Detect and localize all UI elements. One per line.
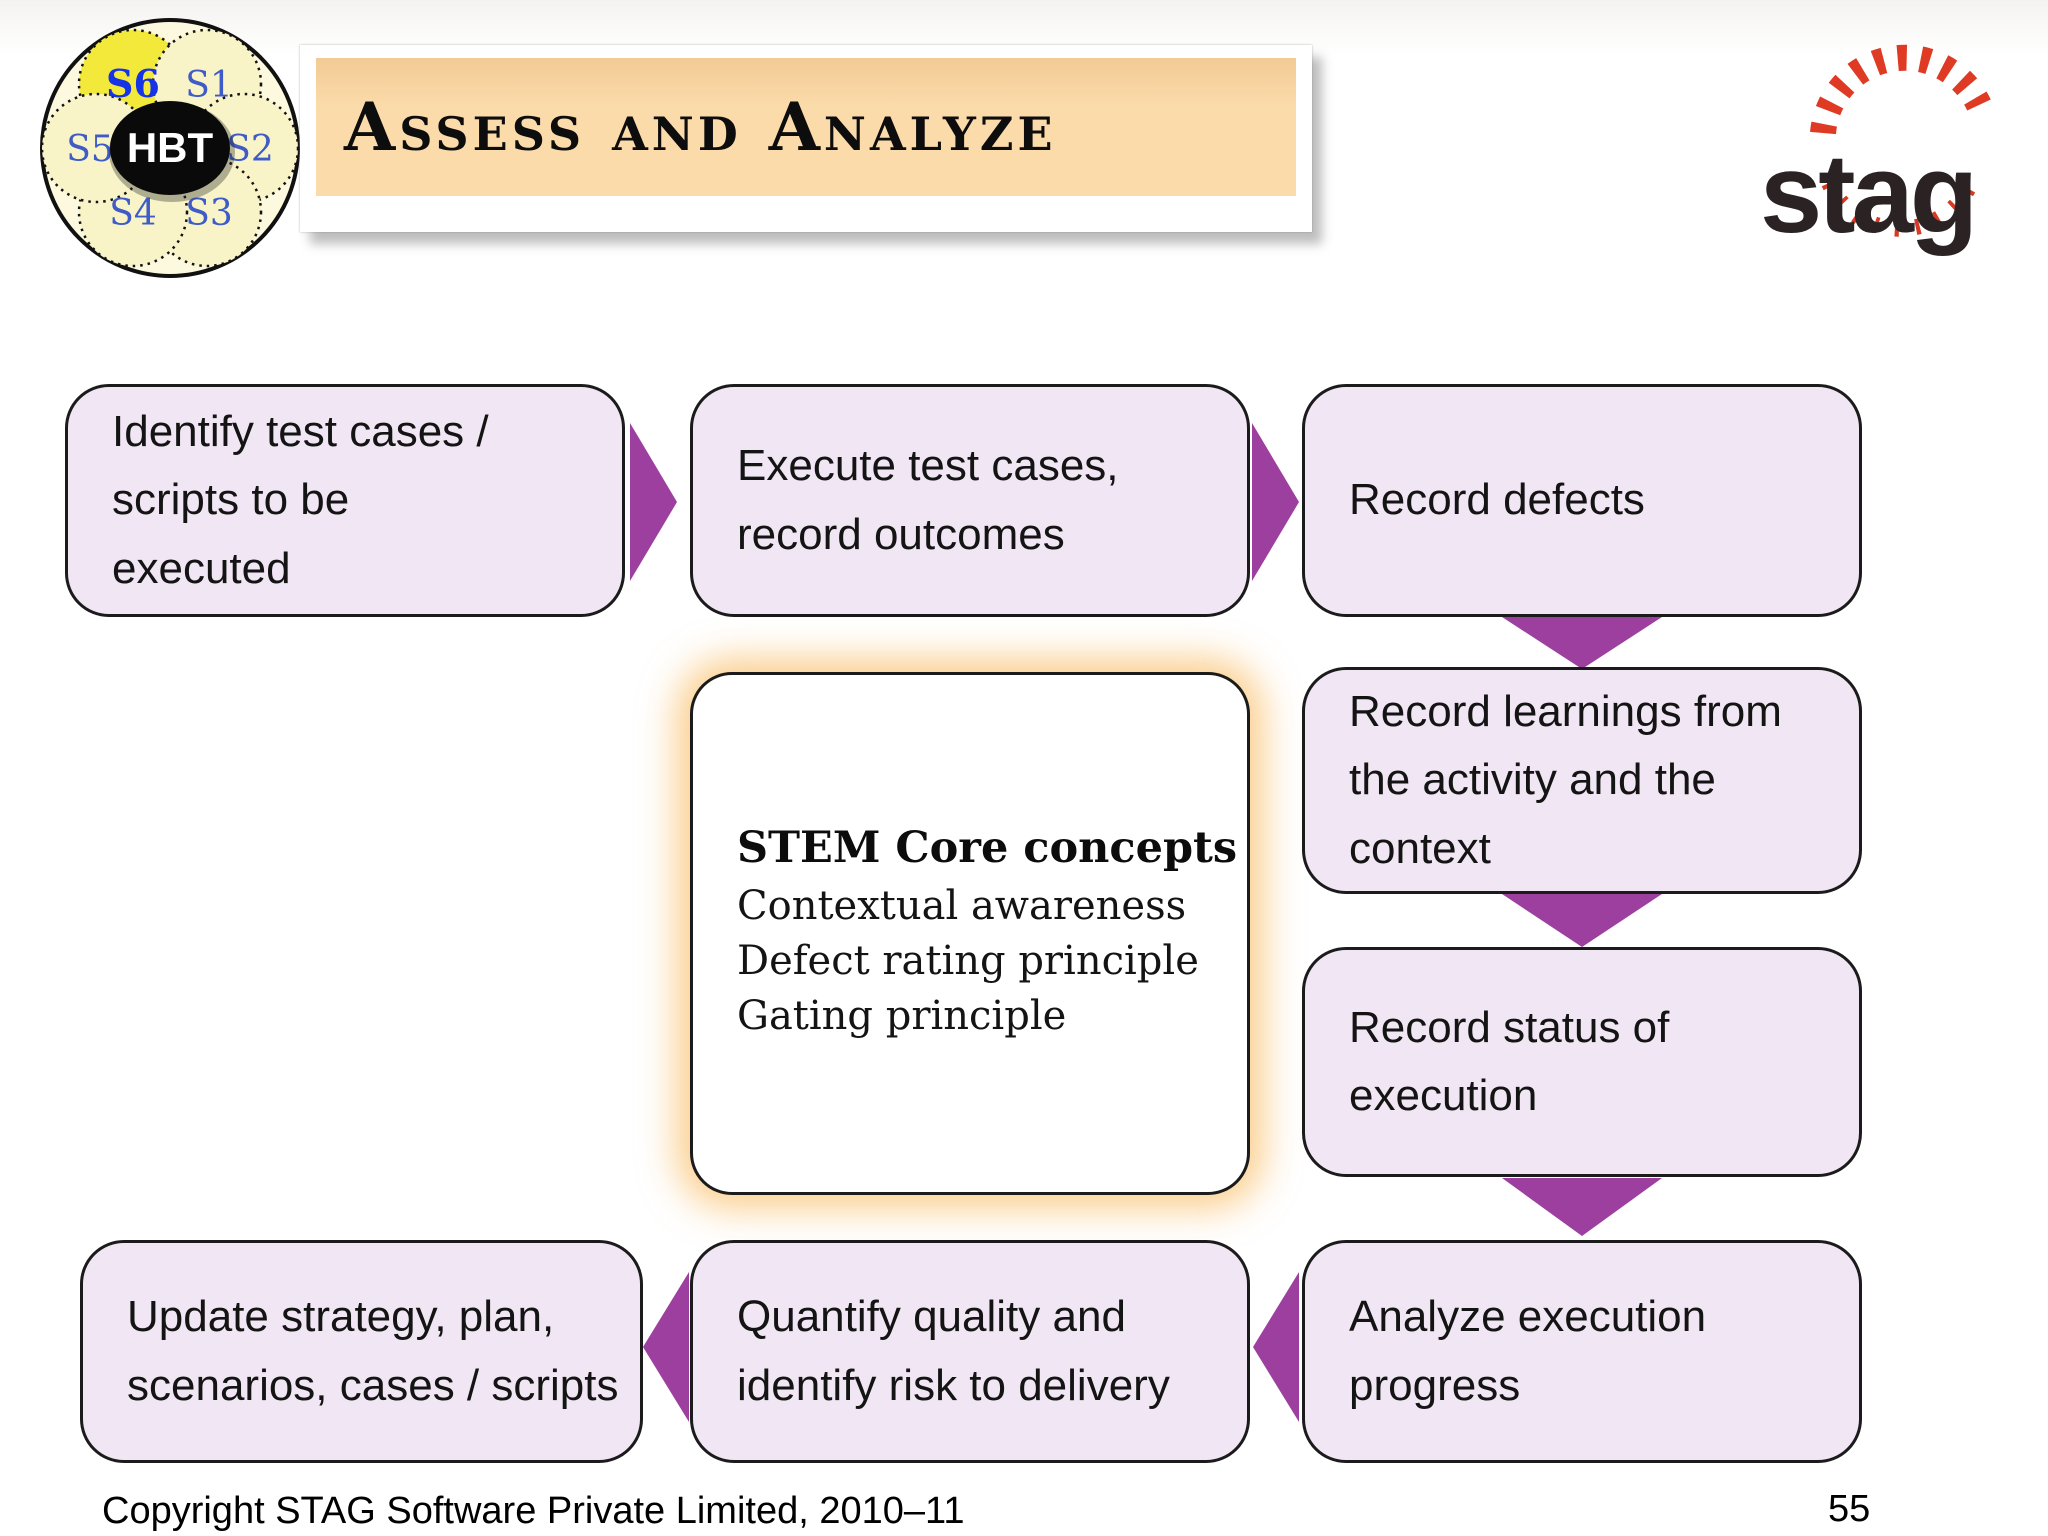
stem-item: Contextual awareness (737, 882, 1187, 929)
arrow-down-status-to-analyze (1502, 1178, 1662, 1236)
hbt-phase-logo: S6 S1 S2 S3 S4 S5 HBT (40, 18, 300, 278)
petal-label-s4: S4 (109, 193, 157, 234)
arrow-left-analyze-to-quantify (1253, 1272, 1299, 1422)
flow-box-record-status: Record status of execution (1302, 947, 1862, 1177)
stag-logo-top-dashes (1810, 44, 1991, 135)
stag-logo-bottom-dashes (1821, 179, 1979, 237)
flow-box-identify-test-cases: Identify test cases / scripts to be exec… (65, 384, 625, 617)
arrow-down-learnings-to-status (1502, 894, 1662, 947)
flow-box-text: Identify test cases / scripts to be exec… (112, 407, 489, 593)
flow-box-execute-test-cases: Execute test cases, record outcomes (690, 384, 1250, 617)
petal-label-s3: S3 (185, 193, 233, 234)
petal-label-s1: S1 (185, 65, 233, 106)
arrow-right-identify-to-execute (630, 423, 677, 581)
flow-box-text: Analyze execution progress (1349, 1292, 1707, 1410)
stag-logo: stag (1760, 44, 1991, 256)
flow-box-text: Quantify quality and identify risk to de… (737, 1292, 1170, 1410)
flow-box-record-defects: Record defects (1302, 384, 1862, 617)
hbt-center-ellipse (110, 101, 230, 195)
arrow-right-execute-to-record-defects (1252, 423, 1299, 581)
flow-box-text: Record learnings from the activity and t… (1349, 687, 1782, 873)
petal-label-s6: S6 (106, 61, 160, 106)
page-title: Assess and Analyze (344, 88, 1057, 166)
flow-box-update-strategy: Update strategy, plan, scenarios, cases … (80, 1240, 643, 1463)
stem-item: Gating principle (737, 993, 1067, 1040)
flow-box-analyze-progress: Analyze execution progress (1302, 1240, 1862, 1463)
flow-box-text: Update strategy, plan, scenarios, cases … (127, 1292, 619, 1410)
hbt-center-label: HBT (127, 124, 214, 171)
petal-label-s2: S2 (226, 129, 274, 170)
flow-box-text: Record defects (1349, 475, 1645, 525)
arrow-down-defects-to-learnings (1502, 617, 1662, 669)
title-banner-inner: Assess and Analyze (316, 58, 1296, 196)
stag-logo-text: stag (1760, 131, 1974, 256)
title-banner: Assess and Analyze (300, 45, 1312, 232)
flow-box-text: Record status of execution (1349, 1002, 1670, 1120)
flow-box-quantify-quality: Quantify quality and identify risk to de… (690, 1240, 1250, 1463)
flow-box-text: Execute test cases, record outcomes (737, 441, 1119, 559)
stem-core-concepts-box: STEM Core concepts Contextual awareness … (690, 672, 1250, 1195)
stem-title: STEM Core concepts (737, 822, 1238, 873)
copyright-text: Copyright STAG Software Private Limited,… (102, 1490, 965, 1532)
page-number: 55 (1828, 1488, 1871, 1530)
petal-label-s5: S5 (66, 129, 114, 170)
flow-box-record-learnings: Record learnings from the activity and t… (1302, 667, 1862, 894)
arrow-left-quantify-to-update (643, 1272, 689, 1422)
stem-item: Defect rating principle (737, 937, 1199, 984)
